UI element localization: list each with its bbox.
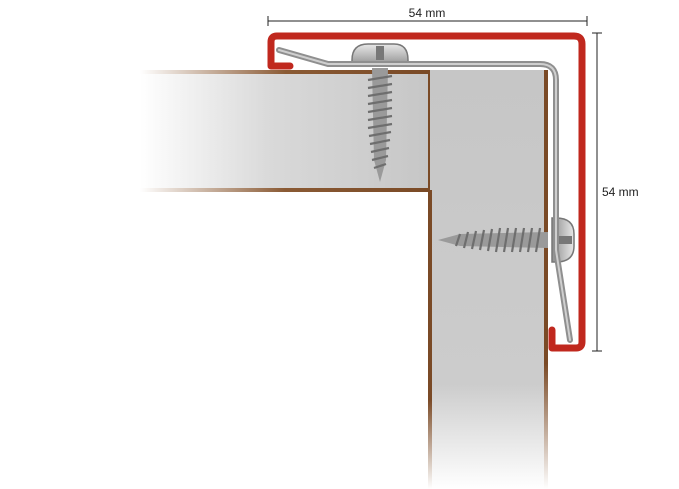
- height-dimension: 54 mm: [592, 32, 639, 352]
- height-dimension-label: 54 mm: [602, 185, 639, 199]
- screw-icon: [438, 217, 575, 263]
- width-dimension-label: 54 mm: [409, 6, 446, 20]
- riser-board: [428, 70, 548, 489]
- tread-board: [140, 70, 432, 192]
- width-dimension: 54 mm: [267, 6, 588, 26]
- metal-base-profile: [276, 47, 573, 343]
- screw-icon: [351, 43, 409, 182]
- red-outer-profile: [267, 32, 586, 352]
